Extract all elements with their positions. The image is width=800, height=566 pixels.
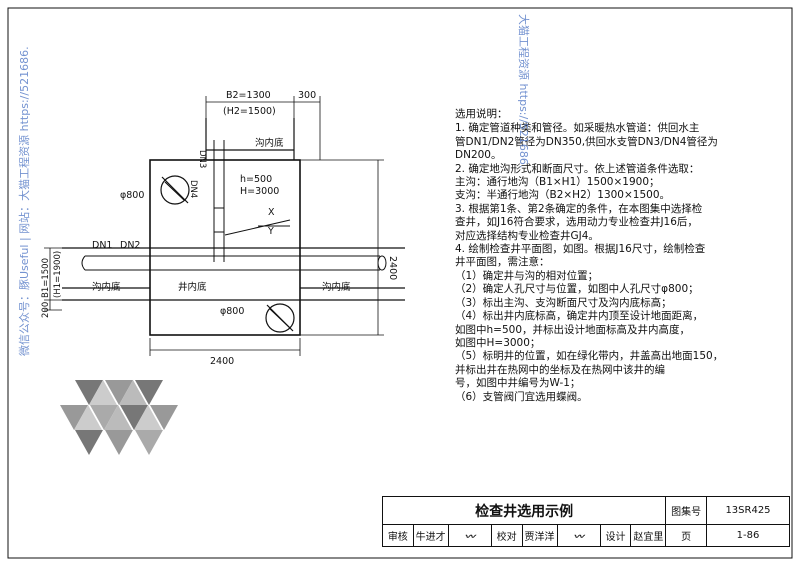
notes-line: （6）支管阀门宜选用蝶阀。 — [455, 390, 588, 403]
manhole-top — [160, 175, 190, 205]
review-signature: 〰 — [447, 524, 492, 547]
title-block: 检查井选用示例 图集号 13SR425 审核 牛进才 〰 校对 贾洋洋 〰 设计… — [381, 496, 790, 547]
well-outline — [149, 159, 301, 336]
review-label: 审核 — [382, 524, 414, 547]
dim-300: 300 — [298, 90, 316, 101]
dim-b2: B2=1300 — [226, 90, 271, 101]
sheet-border — [7, 7, 793, 559]
H-value-label: H=3000 — [240, 186, 279, 197]
notes-line: 2. 确定地沟形式和断面尺寸。依上述管道条件选取： — [455, 162, 700, 175]
main-trench — [62, 247, 405, 301]
signature-icon: 〰 — [464, 532, 475, 543]
signature-icon: 〰 — [573, 532, 584, 543]
manhole-bottom-label: φ800 — [220, 306, 244, 317]
review-name: 牛进才 — [412, 524, 449, 547]
notes-line: 查井，如J16符合要求，选用动力专业检查井J16后， — [455, 216, 698, 229]
manhole-top-label: φ800 — [120, 190, 144, 201]
check-name: 贾洋洋 — [521, 524, 558, 547]
notes-line: 支沟：半通行地沟（B2×H2）1300×1500。 — [455, 189, 670, 202]
dimension-lines — [44, 96, 384, 356]
branch-trench — [205, 118, 295, 160]
notes-line: （2）确定人孔尺寸与位置，如图中人孔尺寸φ800； — [455, 283, 699, 296]
design-label: 设计 — [599, 524, 632, 547]
atlas-number: 13SR425 — [706, 496, 790, 525]
notes-line: 对应选择结构专业检查井GJ4。 — [455, 229, 599, 242]
branch-pipe — [213, 140, 225, 262]
h-value-label: h=500 — [240, 174, 272, 185]
notes-line: 3. 根据第1条、第2条确定的条件，在本图集中选择检 — [455, 202, 703, 215]
notes-line: 主沟：通行地沟（B1×H1）1500×1900； — [455, 176, 660, 189]
dim-bottom-2400: 2400 — [210, 356, 234, 367]
drawing-title: 检查井选用示例 — [381, 496, 667, 525]
trench-bottom-label-right: 沟内底 — [322, 281, 351, 293]
notes-line: 如图中h=500，并标出设计地面标高及井内高度， — [455, 323, 690, 336]
notes-line: （1）确定井与沟的相对位置； — [455, 269, 599, 282]
notes-line: DN200。 — [455, 149, 502, 162]
logo-hexagon — [60, 380, 178, 455]
notes-line: 管DN1/DN2管径为DN350,供回水支管DN3/DN4管径为 — [455, 135, 718, 148]
notes-line: （3）标出主沟、支沟断面尺寸及沟内底标高； — [455, 296, 672, 309]
notes-line: 如图中H=3000； — [455, 336, 541, 349]
notes-line: （5）标明井的位置，如在绿化带内，井盖高出地面150， — [455, 350, 724, 363]
main-pipe — [81, 255, 387, 271]
notes-line: 并标出井在热网中的坐标及在热网中该井的编 — [455, 363, 665, 376]
trench-bottom-label-top: 沟内底 — [255, 137, 284, 149]
notes-title: 选用说明： — [455, 108, 508, 120]
pipe-dn4-label: DN4 — [188, 180, 198, 198]
page-label: 页 — [665, 524, 707, 547]
axis-x-label: X — [268, 207, 275, 218]
pipe-dn2-label: DN2 — [120, 240, 140, 251]
check-label: 校对 — [490, 524, 523, 547]
check-signature: 〰 — [556, 524, 601, 547]
atlas-label: 图集号 — [665, 496, 707, 525]
notes-line: 号，如图中井编号为W-1； — [455, 377, 581, 390]
notes-line: 井平面图，需注意： — [455, 256, 550, 269]
page-number: 1-86 — [706, 524, 790, 547]
trench-bottom-label-left: 沟内底 — [92, 281, 121, 293]
design-name: 赵宜里 — [630, 524, 667, 547]
notes-line: 1. 确定管道种类和管径。如采暖热水管道：供回水主 — [455, 122, 700, 135]
selection-notes: 选用说明： 1. 确定管道种类和管径。如采暖热水管道：供回水主 管DN1/DN2… — [455, 108, 790, 404]
dim-left-200: 200 — [41, 302, 51, 318]
well-bottom-label: 井内底 — [178, 281, 207, 293]
manhole-bottom — [265, 303, 295, 333]
watermark-left: 微信公众号：豚Useful | 网站：大猫工程资源 https://521686… — [18, 46, 31, 356]
watermark-right: 大猫工程资源 https://521686. — [517, 14, 530, 169]
dim-left-b1: B1=1500 — [41, 258, 51, 298]
notes-line: （4）标出井内底标高，确定井内顶至设计地面距离， — [455, 310, 704, 323]
axis-y-label: Y — [267, 226, 274, 237]
notes-line: 4. 绘制检查井平面图，如图。根据J16尺寸，绘制检查 — [455, 243, 706, 256]
pipe-dn1-label: DN1 — [92, 240, 112, 251]
pipe-dn3-label: DN3 — [197, 150, 207, 168]
dim-right-2400: 2400 — [387, 256, 398, 280]
dim-h2: (H2=1500) — [223, 106, 276, 117]
coordinate-leader — [224, 219, 291, 236]
dim-left-h1: (H1=1900) — [53, 251, 63, 298]
